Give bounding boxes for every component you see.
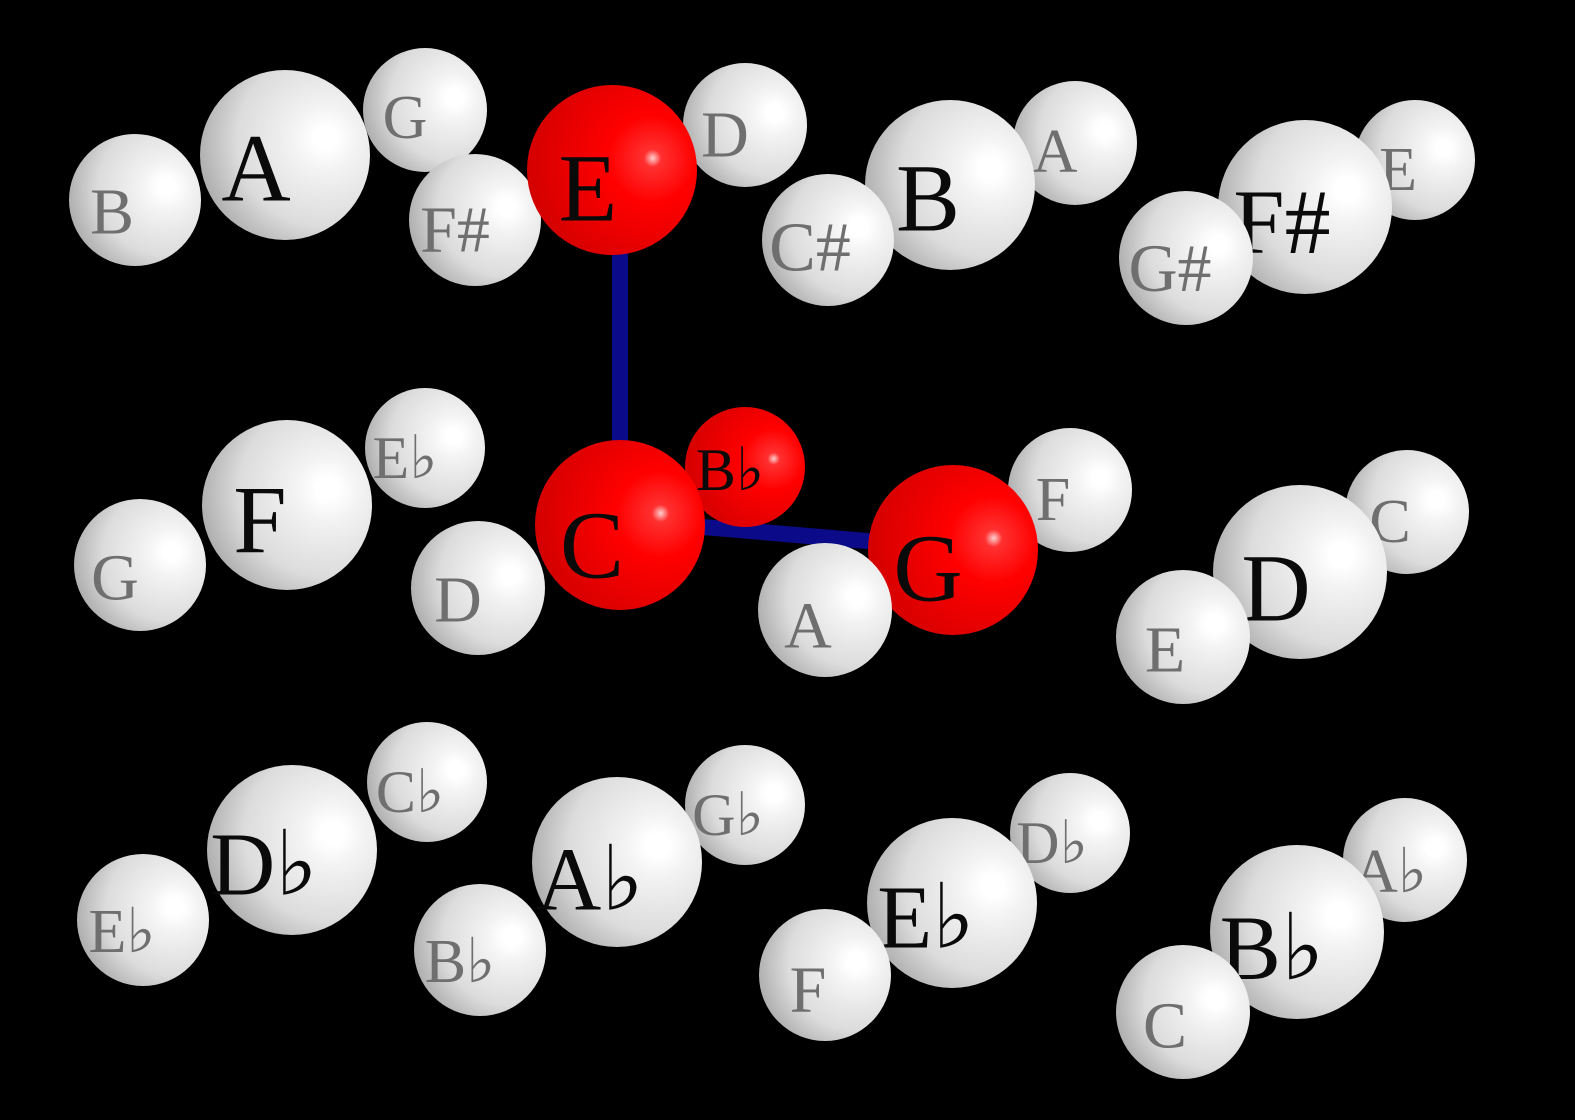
- note-sphere-f[interactable]: F: [759, 909, 891, 1041]
- note-sphere-d[interactable]: D: [411, 521, 545, 655]
- note-sphere-a[interactable]: A: [200, 70, 370, 240]
- svg-text:B: B: [896, 145, 960, 252]
- note-sphere-e-flat[interactable]: E♭: [77, 854, 209, 986]
- svg-text:F#: F#: [420, 194, 490, 267]
- svg-text:D♭: D♭: [1016, 810, 1088, 876]
- note-sphere-e-flat[interactable]: E♭: [365, 388, 485, 508]
- svg-text:B♭: B♭: [696, 437, 764, 503]
- cluster-g: F G A: [758, 428, 1132, 677]
- svg-text:F: F: [790, 954, 827, 1027]
- svg-text:G: G: [893, 515, 962, 622]
- note-sphere-d-flat[interactable]: D♭: [207, 765, 377, 935]
- note-sphere-b[interactable]: B: [69, 134, 201, 266]
- note-sphere-e-highlight[interactable]: E: [527, 85, 697, 255]
- svg-text:G: G: [91, 542, 139, 615]
- note-sphere-f[interactable]: F: [202, 420, 372, 590]
- note-sphere-g-flat[interactable]: G♭: [685, 745, 805, 865]
- svg-text:B: B: [90, 176, 134, 249]
- note-sphere-b-flat-highlight[interactable]: B♭: [685, 407, 805, 527]
- note-sphere-g-sharp[interactable]: G#: [1119, 191, 1253, 325]
- cluster-d: C D E: [1116, 450, 1469, 704]
- svg-text:C#: C#: [769, 210, 851, 287]
- cluster-b-flat: A♭ B♭ C: [1116, 798, 1467, 1079]
- svg-text:E♭: E♭: [373, 425, 438, 491]
- svg-text:D: D: [1241, 535, 1310, 642]
- note-sphere-a[interactable]: A: [1013, 81, 1137, 205]
- svg-text:A: A: [1033, 118, 1078, 186]
- svg-text:E: E: [1145, 614, 1185, 687]
- svg-text:F: F: [233, 467, 286, 574]
- note-sphere-d[interactable]: D: [1213, 485, 1387, 659]
- cluster-f: E♭ F G: [74, 388, 485, 631]
- svg-text:D♭: D♭: [210, 816, 317, 915]
- svg-text:G#: G#: [1128, 230, 1211, 306]
- svg-text:E♭: E♭: [88, 898, 155, 966]
- svg-text:C: C: [1143, 990, 1187, 1063]
- note-sphere-c-highlight[interactable]: C: [535, 440, 705, 610]
- svg-text:A: A: [784, 590, 832, 663]
- svg-text:E: E: [559, 135, 618, 242]
- note-sphere-a[interactable]: A: [758, 543, 892, 677]
- note-sphere-c-sharp[interactable]: C#: [762, 174, 894, 306]
- svg-text:A: A: [221, 115, 290, 222]
- cluster-a: G B A F#: [69, 48, 541, 286]
- note-sphere-g[interactable]: G: [363, 48, 487, 172]
- svg-text:C: C: [560, 492, 624, 599]
- cluster-e-flat: D♭ E♭ F: [759, 773, 1130, 1041]
- svg-text:G: G: [383, 84, 428, 152]
- note-sphere-d[interactable]: D: [683, 63, 807, 187]
- note-sphere-c[interactable]: C: [1116, 945, 1250, 1079]
- note-sphere-c-flat[interactable]: C♭: [367, 722, 487, 842]
- svg-text:D: D: [434, 564, 482, 637]
- cluster-e: D E: [527, 63, 807, 255]
- svg-text:E♭: E♭: [877, 869, 974, 968]
- note-sphere-b[interactable]: B: [865, 100, 1035, 270]
- note-sphere-f-sharp[interactable]: F#: [1218, 120, 1392, 294]
- note-sphere-b-flat[interactable]: B♭: [414, 884, 546, 1016]
- cluster-c: B♭ D C: [411, 407, 805, 655]
- note-sphere-d-flat[interactable]: D♭: [1010, 773, 1130, 893]
- note-sphere-f-sharp[interactable]: F#: [409, 154, 541, 286]
- cluster-f-sharp: E F# G#: [1119, 100, 1475, 325]
- note-sphere-e[interactable]: E: [1116, 570, 1250, 704]
- svg-text:A♭: A♭: [536, 831, 643, 930]
- note-sphere-e-flat[interactable]: E♭: [867, 818, 1037, 988]
- svg-text:D: D: [701, 99, 749, 172]
- svg-text:F: F: [1036, 466, 1070, 534]
- svg-text:C♭: C♭: [376, 759, 444, 825]
- cluster-d-flat: C♭ D♭ E♭: [77, 722, 487, 986]
- svg-text:B♭: B♭: [425, 928, 496, 996]
- note-sphere-a-flat[interactable]: A♭: [532, 777, 702, 947]
- note-sphere-f[interactable]: F: [1008, 428, 1132, 552]
- note-sphere-g-highlight[interactable]: G: [868, 465, 1038, 635]
- note-sphere-g[interactable]: G: [74, 499, 206, 631]
- svg-text:G♭: G♭: [692, 782, 764, 848]
- cluster-a-flat: G♭ A♭ B♭: [414, 745, 805, 1016]
- cluster-b: A B C#: [762, 81, 1137, 306]
